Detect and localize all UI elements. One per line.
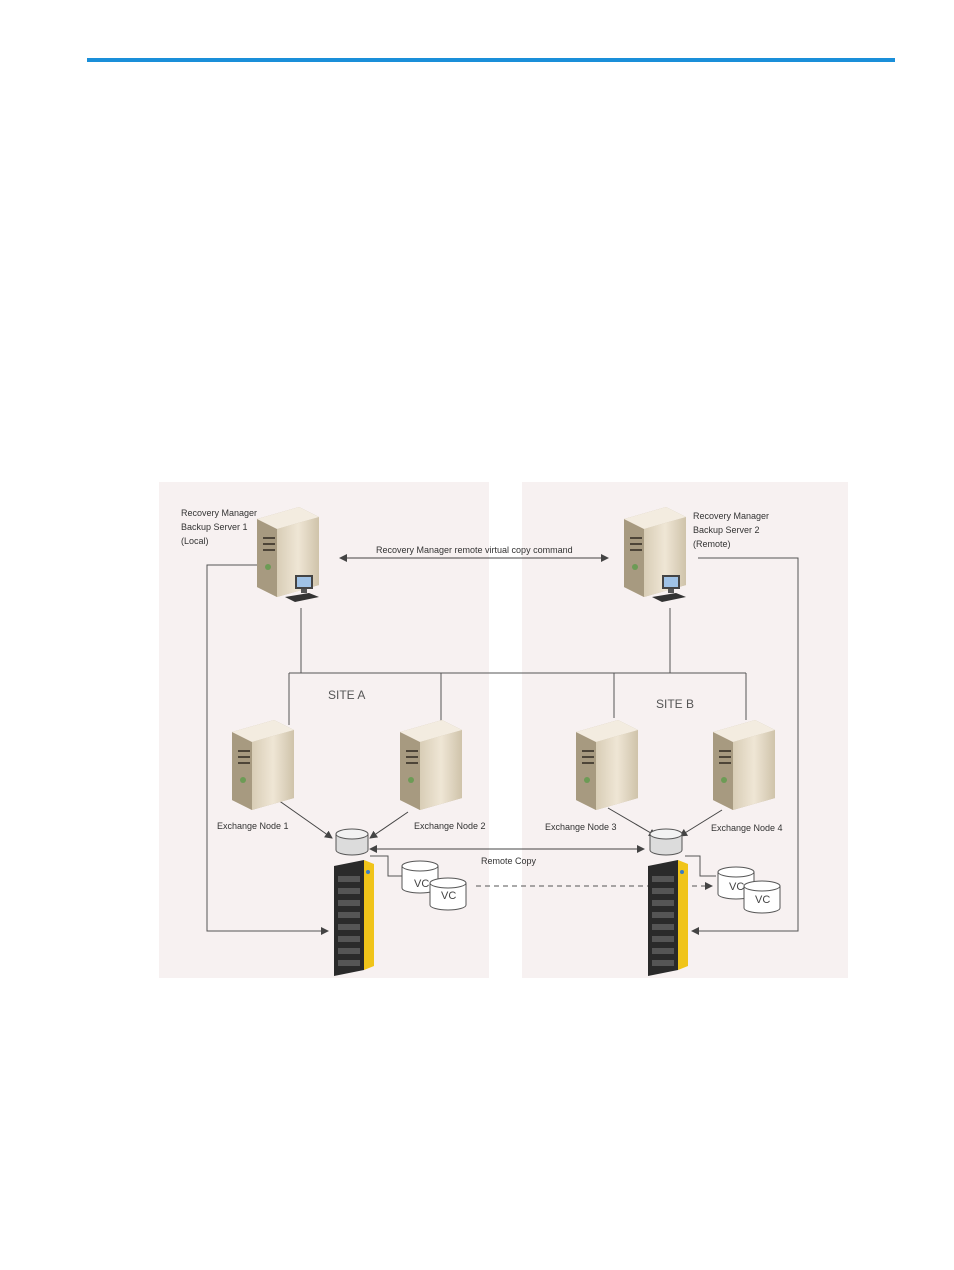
storage-array-a-icon xyxy=(334,829,374,976)
vc-label-b2: VC xyxy=(755,894,770,906)
exchange-node-3-label: Exchange Node 3 xyxy=(545,822,617,832)
site-b-label: SITE B xyxy=(656,697,694,711)
site-a-label: SITE A xyxy=(328,688,365,702)
vc-label-a2: VC xyxy=(441,890,456,902)
exchange-node-1-label: Exchange Node 1 xyxy=(217,821,289,831)
exchange-node-2-label: Exchange Node 2 xyxy=(414,821,486,831)
server2-label-line2: Backup Server 2 xyxy=(693,525,760,535)
server1-label-line1: Recovery Manager xyxy=(181,508,257,518)
server2-label-line3: (Remote) xyxy=(693,539,731,549)
vc-label-b1: VC xyxy=(729,881,744,893)
exchange-node-2-icon xyxy=(400,720,462,810)
exchange-node-3-icon xyxy=(576,720,638,810)
server2-label-line1: Recovery Manager xyxy=(693,511,769,521)
server1-label-line3: (Local) xyxy=(181,536,209,546)
remote-copy-label: Remote Copy xyxy=(481,856,537,866)
server1-label-line2: Backup Server 1 xyxy=(181,522,248,532)
storage-array-b-icon xyxy=(648,829,688,976)
vc-label-a1: VC xyxy=(414,878,429,890)
exchange-node-1-icon xyxy=(232,720,294,810)
exchange-node-4-label: Exchange Node 4 xyxy=(711,823,783,833)
command-label: Recovery Manager remote virtual copy com… xyxy=(376,545,573,555)
exchange-node-4-icon xyxy=(713,720,775,810)
